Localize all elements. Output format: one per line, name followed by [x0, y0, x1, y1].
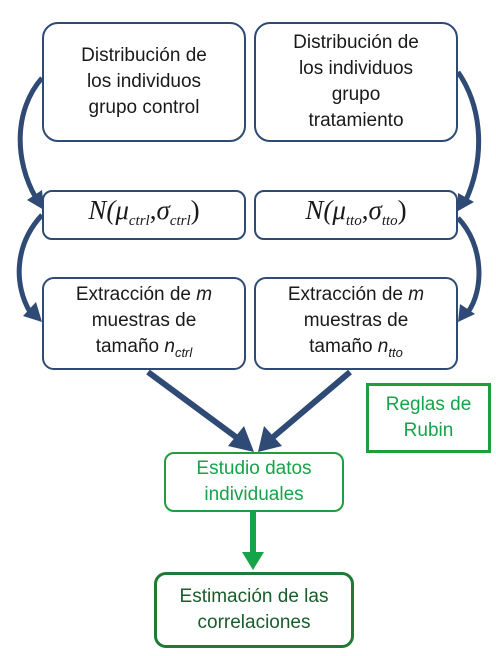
- arrow-normal-treatment-to-extract: [456, 216, 482, 314]
- arrowhead: [27, 190, 44, 210]
- node-estimation: Estimación de las correlaciones: [154, 572, 354, 648]
- node-dist-control: Distribución de los individuos grupo con…: [42, 22, 246, 142]
- arrow-extract-treatment-to-study: [270, 369, 352, 441]
- arrow-dist-treatment-to-normal: [455, 70, 482, 202]
- node-dist-treatment: Distribución de los individuos grupo tra…: [254, 22, 458, 142]
- arrowhead: [258, 426, 282, 452]
- arrow-normal-control-to-extract: [16, 213, 44, 314]
- node-normal-treatment: N(μtto,σtto): [254, 190, 458, 240]
- node-extract-control: Extracción de m muestras de tamaño nctrl: [42, 277, 246, 370]
- arrow-extract-control-to-study: [146, 369, 242, 443]
- arrow-dist-control-to-normal: [17, 76, 44, 200]
- arrowhead: [228, 426, 254, 452]
- formula-normal-treatment: N(μtto,σtto): [305, 194, 407, 229]
- arrowhead: [458, 193, 474, 211]
- arrowhead: [242, 552, 264, 570]
- node-normal-control: N(μctrl,σctrl): [42, 190, 246, 240]
- node-rubin-rules: Reglas de Rubin: [366, 383, 491, 453]
- formula-normal-control: N(μctrl,σctrl): [88, 194, 200, 229]
- node-study-individual: Estudio datos individuales: [164, 452, 344, 512]
- arrowhead: [23, 302, 42, 322]
- node-extract-treatment: Extracción de m muestras de tamaño ntto: [254, 277, 458, 370]
- arrowhead: [458, 304, 475, 322]
